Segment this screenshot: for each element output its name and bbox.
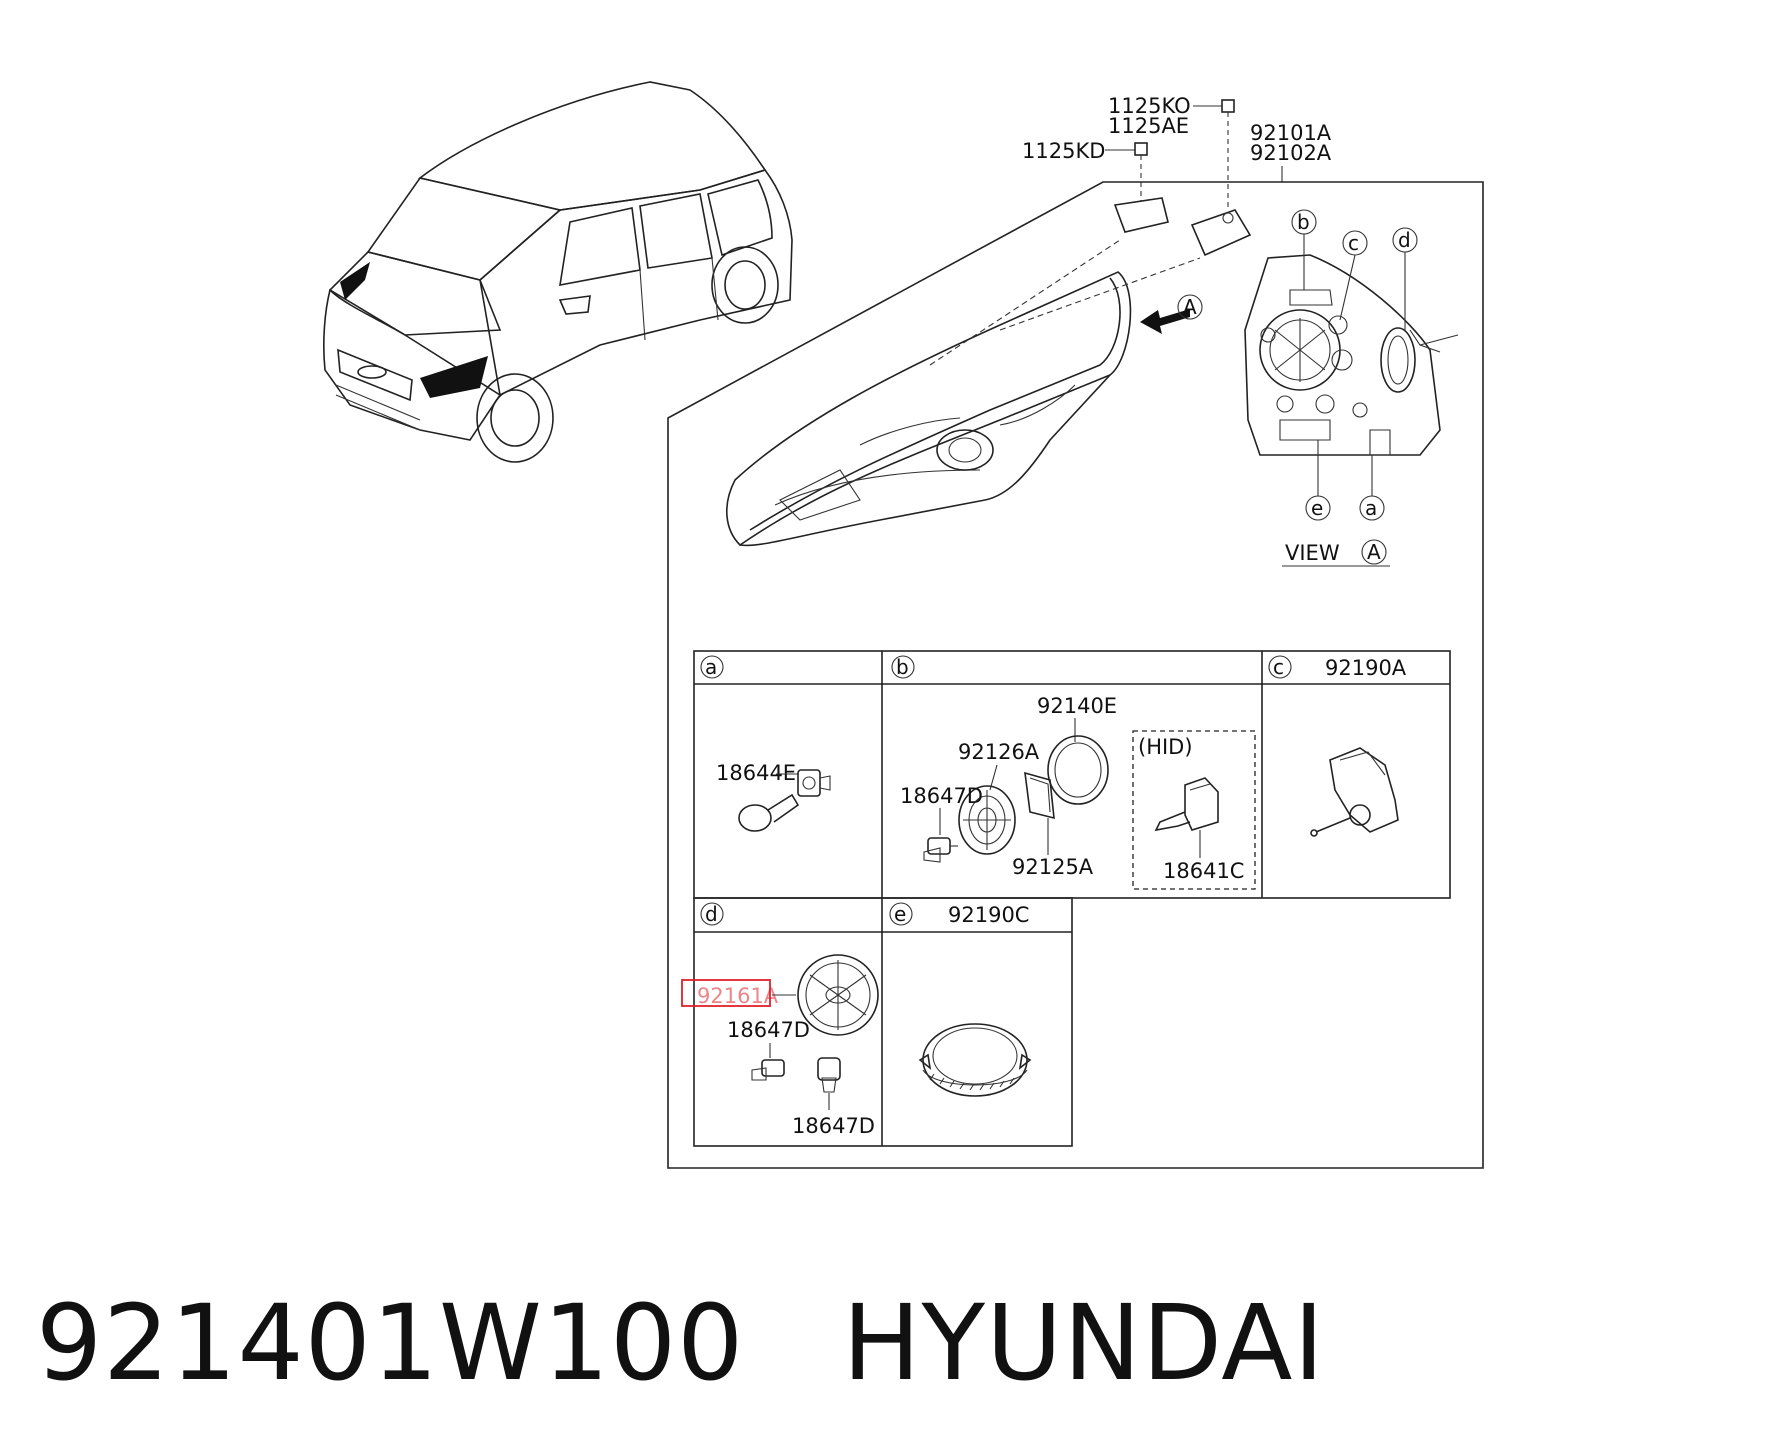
label-92101a: 92101A bbox=[1250, 121, 1332, 145]
view-a-title: VIEW A bbox=[1282, 539, 1390, 567]
view-a-drawing bbox=[1244, 254, 1459, 456]
cell-b-letter: b bbox=[896, 655, 909, 679]
bolt-1125kd-group: 1125KD bbox=[1022, 139, 1148, 212]
cell-a-letter: a bbox=[705, 655, 717, 679]
view-arrow: A bbox=[1140, 294, 1203, 334]
view-letter: A bbox=[1367, 540, 1381, 564]
callout-e: e bbox=[1311, 496, 1323, 520]
cell-c: c 92190A bbox=[1268, 655, 1407, 837]
bezel-ring-icon bbox=[918, 1023, 1032, 1097]
bulb-icon bbox=[817, 1057, 841, 1093]
callout-d: d bbox=[1398, 228, 1411, 252]
part-18641c: 18641C bbox=[1163, 859, 1244, 883]
cell-a: a 18644E bbox=[700, 655, 831, 832]
parts-table bbox=[693, 650, 1451, 1147]
hid-label: (HID) bbox=[1138, 735, 1193, 759]
caption-brand: HYUNDAI bbox=[842, 1282, 1326, 1404]
gasket-icon bbox=[1024, 771, 1055, 820]
bulb-icon bbox=[738, 769, 831, 832]
car-illustration bbox=[323, 81, 793, 463]
bolt-1125ko-group: 1125KO 1125AE bbox=[1108, 94, 1235, 210]
dust-cap-icon bbox=[797, 954, 879, 1036]
cell-b: b 92140E 92126A 92125A 18647D ( bbox=[891, 655, 1256, 890]
mount-brackets bbox=[1113, 197, 1252, 257]
part-92190a: 92190A bbox=[1325, 656, 1407, 680]
cell-e-letter: e bbox=[894, 902, 906, 926]
cell-d: d 92161A 18647D 18647D bbox=[681, 902, 879, 1138]
part-92140e: 92140E bbox=[1037, 694, 1117, 718]
arrow-letter: A bbox=[1183, 295, 1197, 319]
callout-a: a bbox=[1365, 496, 1377, 520]
cell-d-letter: d bbox=[705, 902, 718, 926]
cell-c-letter: c bbox=[1273, 655, 1284, 679]
part-92126a: 92126A bbox=[958, 740, 1040, 764]
part-18644e: 18644E bbox=[716, 761, 796, 785]
retaining-ring-icon bbox=[1047, 735, 1109, 805]
socket-cap-icon bbox=[958, 785, 1016, 855]
part-92161a: 92161A bbox=[697, 984, 779, 1008]
callout-b: b bbox=[1297, 210, 1310, 234]
label-1125kd: 1125KD bbox=[1022, 139, 1105, 163]
part-18647d-b: 18647D bbox=[900, 784, 983, 808]
leveling-actuator-icon bbox=[1310, 747, 1399, 837]
bolt-icon bbox=[1134, 142, 1148, 156]
headlamp-assembly bbox=[725, 239, 1201, 547]
label-1125ko: 1125KO bbox=[1108, 94, 1191, 118]
part-18647d-d1: 18647D bbox=[727, 1018, 810, 1042]
label-1125ae: 1125AE bbox=[1108, 114, 1189, 138]
bulb-icon bbox=[923, 837, 958, 863]
hid-bulb-icon bbox=[1154, 777, 1219, 832]
label-92102a: 92102A bbox=[1250, 141, 1332, 165]
view-word: VIEW bbox=[1285, 541, 1340, 565]
part-18647d-d2: 18647D bbox=[792, 1114, 875, 1138]
view-a-callouts: b c d e a bbox=[1291, 209, 1418, 521]
assy-label-group: 92101A 92102A bbox=[1250, 121, 1332, 182]
assembly-frame bbox=[667, 181, 1484, 1169]
cell-e: e 92190C bbox=[889, 902, 1032, 1097]
caption-part-number: 921401W100 bbox=[36, 1282, 745, 1404]
bulb-icon bbox=[751, 1059, 785, 1081]
part-92190c: 92190C bbox=[948, 903, 1029, 927]
part-92125a: 92125A bbox=[1012, 855, 1094, 879]
highlight-box bbox=[681, 979, 771, 1007]
callout-c: c bbox=[1348, 231, 1359, 255]
hid-box bbox=[1132, 730, 1256, 890]
bolt-icon bbox=[1221, 99, 1235, 113]
caption: 921401W100 HYUNDAI bbox=[36, 1282, 1326, 1404]
